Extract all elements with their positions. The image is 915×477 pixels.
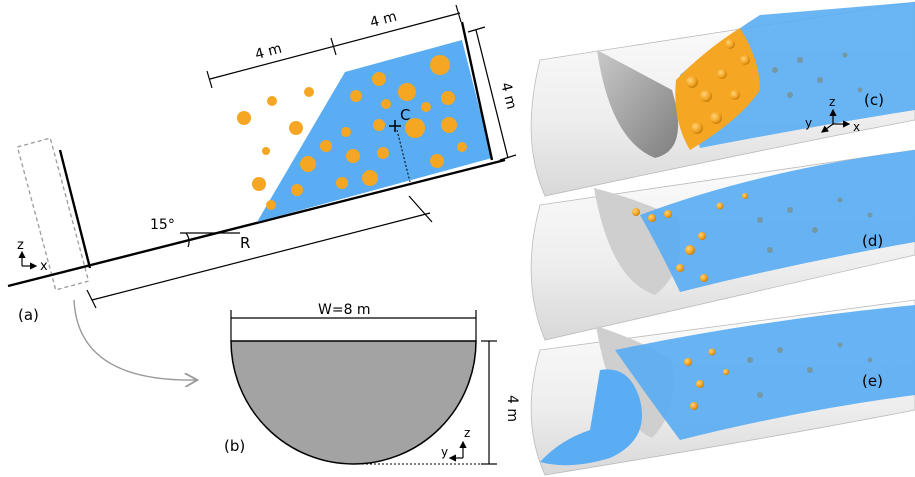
render-panel-c: (c) z x y — [530, 1, 915, 197]
runout-label: R — [240, 234, 250, 252]
dim-right-tick-2 — [499, 154, 517, 161]
depth-label: 4 m — [504, 395, 520, 422]
particles-outside — [237, 87, 314, 191]
particles-c-gray — [772, 52, 863, 98]
c-axis-y-arrow — [821, 123, 834, 133]
cross-section-panel-b: W=8 m 4 m z y (b) — [224, 302, 520, 465]
dim-top-tick-1 — [206, 70, 213, 89]
water-spill-e — [540, 369, 642, 466]
dim-runout-line — [91, 212, 431, 301]
center-projection — [396, 129, 411, 183]
particles-e — [684, 348, 729, 410]
gate-c — [597, 50, 679, 158]
particles-d — [632, 193, 748, 282]
connector-arrow — [73, 299, 196, 380]
render-panel-e: (e) — [530, 299, 915, 476]
gate-region-box — [16, 137, 90, 291]
panel-d-label: (d) — [862, 232, 883, 250]
angle-label: 15° — [150, 217, 175, 233]
water-block — [257, 40, 492, 222]
particles-c — [675, 28, 760, 150]
panel-a-label: (a) — [18, 306, 39, 324]
c-axis-z-label: z — [829, 95, 835, 109]
schematic-panel-a: 15° C 4 m 4 m — [7, 4, 519, 380]
gate-line — [58, 149, 92, 269]
panel-b-label: (b) — [224, 437, 245, 455]
dim-top-tick-3 — [455, 4, 462, 23]
slope-line — [7, 158, 506, 288]
dim-top-line — [209, 12, 461, 80]
c-axis-x-label: x — [853, 120, 860, 134]
render-panel-d: (d) — [530, 149, 915, 341]
dim-runout-tick-2 — [408, 195, 433, 223]
particles-c-detail — [686, 39, 750, 134]
particles-d-gray — [757, 197, 873, 253]
channel-cross-section — [230, 340, 477, 465]
width-label: W=8 m — [318, 302, 371, 318]
c-axis-y-label: y — [805, 116, 812, 130]
dim-right-tick-1 — [467, 26, 486, 33]
center-label: C — [400, 106, 410, 124]
retaining-wall — [460, 21, 494, 161]
dim-top-right-label: 4 m — [368, 9, 398, 31]
water-d — [640, 150, 915, 292]
b-axis-z-label: z — [464, 426, 470, 440]
b-axis-y-label: y — [441, 445, 448, 459]
dim-top-left-label: 4 m — [253, 41, 283, 63]
dim-right-label: 4 m — [497, 81, 519, 111]
axis-x-label: x — [40, 259, 48, 274]
dim-top-tick-2 — [330, 37, 337, 56]
dim-runout-tick-1 — [86, 289, 97, 309]
dim-right-line — [475, 29, 509, 159]
axis-z-label: z — [17, 238, 24, 253]
panel-c-label: (c) — [864, 91, 884, 109]
particles-inside — [266, 55, 467, 210]
particles-e-gray — [747, 342, 873, 398]
angle-arc — [185, 232, 190, 248]
water-e — [615, 305, 915, 440]
panel-e-label: (e) — [862, 372, 883, 390]
